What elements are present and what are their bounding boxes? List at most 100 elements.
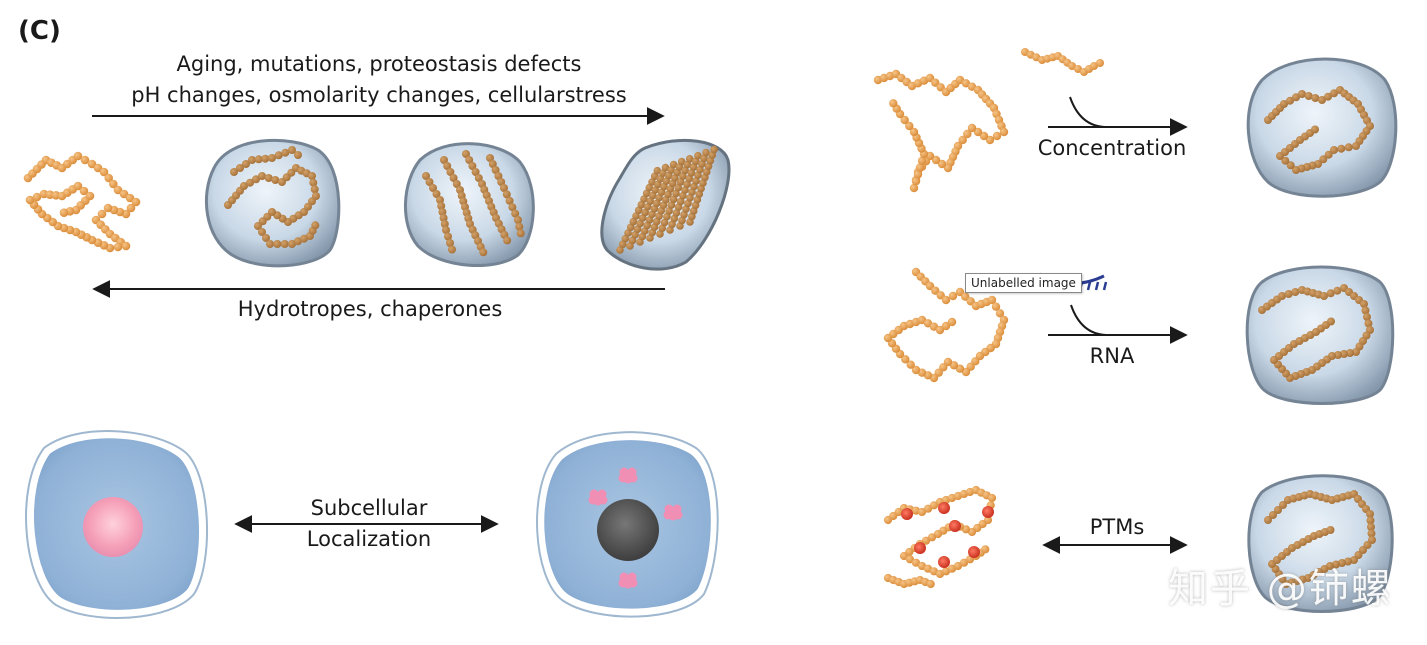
bead — [449, 174, 458, 182]
bead — [436, 196, 444, 204]
bead — [648, 178, 656, 186]
bead — [660, 218, 669, 227]
bead — [658, 224, 667, 232]
bead — [1360, 300, 1368, 308]
bead — [1298, 90, 1306, 98]
bead — [670, 214, 679, 223]
bead — [503, 236, 512, 245]
bead — [987, 493, 997, 503]
bead — [672, 189, 680, 198]
concentration-label: Concentration — [1037, 136, 1187, 160]
bead — [933, 529, 943, 539]
bead — [667, 201, 676, 209]
bead — [1346, 349, 1354, 357]
bead — [1363, 313, 1371, 321]
bead — [911, 365, 921, 375]
bead — [1074, 65, 1082, 73]
bead — [666, 226, 674, 234]
bead — [931, 155, 941, 165]
image-tooltip: Unlabelled image — [965, 273, 1082, 293]
bead — [1311, 94, 1320, 102]
bead — [1367, 529, 1376, 538]
ptm-bead — [968, 546, 980, 558]
bead — [109, 179, 118, 189]
bead — [121, 241, 131, 251]
bead — [665, 207, 673, 215]
bead — [1333, 286, 1342, 295]
bead — [1352, 348, 1360, 356]
localization-label-line2: Localization — [306, 527, 432, 551]
bead — [1292, 93, 1300, 102]
ptm-bead — [949, 520, 961, 532]
bead — [1367, 523, 1375, 531]
bead — [685, 174, 694, 183]
bead — [915, 163, 925, 172]
bead — [692, 177, 700, 185]
bead — [632, 212, 640, 220]
bead — [99, 167, 109, 177]
bead — [126, 203, 136, 213]
bead — [696, 165, 704, 174]
bead — [443, 162, 452, 170]
nucleus-pink — [83, 497, 143, 557]
bead — [999, 127, 1009, 137]
bead — [104, 173, 113, 183]
ptm-bead — [901, 508, 913, 520]
bead — [963, 129, 972, 139]
bead — [254, 222, 262, 230]
nucleus-dark — [597, 499, 659, 561]
bead — [958, 135, 967, 145]
bead — [73, 181, 83, 191]
bead — [474, 174, 483, 182]
panel-label: (C) — [18, 16, 61, 46]
bead — [465, 156, 474, 164]
bead — [1280, 100, 1288, 108]
bead — [973, 127, 983, 137]
bead — [645, 183, 654, 192]
bead — [1364, 319, 1373, 328]
bead — [624, 229, 632, 237]
bead — [926, 579, 935, 589]
bead — [1332, 560, 1340, 569]
bead — [274, 151, 283, 160]
bead — [271, 176, 280, 184]
bead — [248, 156, 256, 164]
bead — [1274, 506, 1282, 514]
bead — [672, 209, 681, 217]
forward-arrow-label-line1: Aging, mutations, proteostasis defects — [176, 52, 582, 76]
bead — [230, 168, 238, 176]
localization-label-line1: Subcellular — [310, 496, 428, 520]
bead — [280, 240, 289, 248]
ptm-bead — [938, 502, 950, 514]
bead — [446, 168, 455, 176]
bead — [1330, 89, 1338, 98]
bead — [516, 229, 525, 238]
bead — [1264, 516, 1272, 524]
bead — [1334, 351, 1342, 359]
bead — [901, 355, 910, 364]
bead — [1340, 350, 1348, 358]
bead — [981, 545, 990, 554]
forward-arrow-label-line2: pH changes, osmolarity changes, cellular… — [131, 83, 627, 107]
bead — [889, 99, 898, 108]
bead — [679, 191, 687, 200]
bead — [1366, 516, 1375, 525]
bead — [446, 239, 454, 247]
bead — [616, 246, 624, 254]
concentration-arrow-curve — [1069, 96, 1106, 128]
bead — [1284, 290, 1293, 298]
ptm-bead — [982, 506, 994, 518]
bead — [669, 160, 678, 169]
bead — [1361, 306, 1370, 315]
bead — [508, 203, 517, 212]
droplet-rna — [1245, 265, 1395, 405]
bead — [683, 180, 691, 189]
bead — [953, 561, 963, 571]
bead — [488, 160, 497, 168]
bead — [1319, 155, 1328, 164]
cell-left-outline — [25, 430, 208, 619]
bead — [674, 183, 683, 192]
bead — [452, 180, 461, 188]
